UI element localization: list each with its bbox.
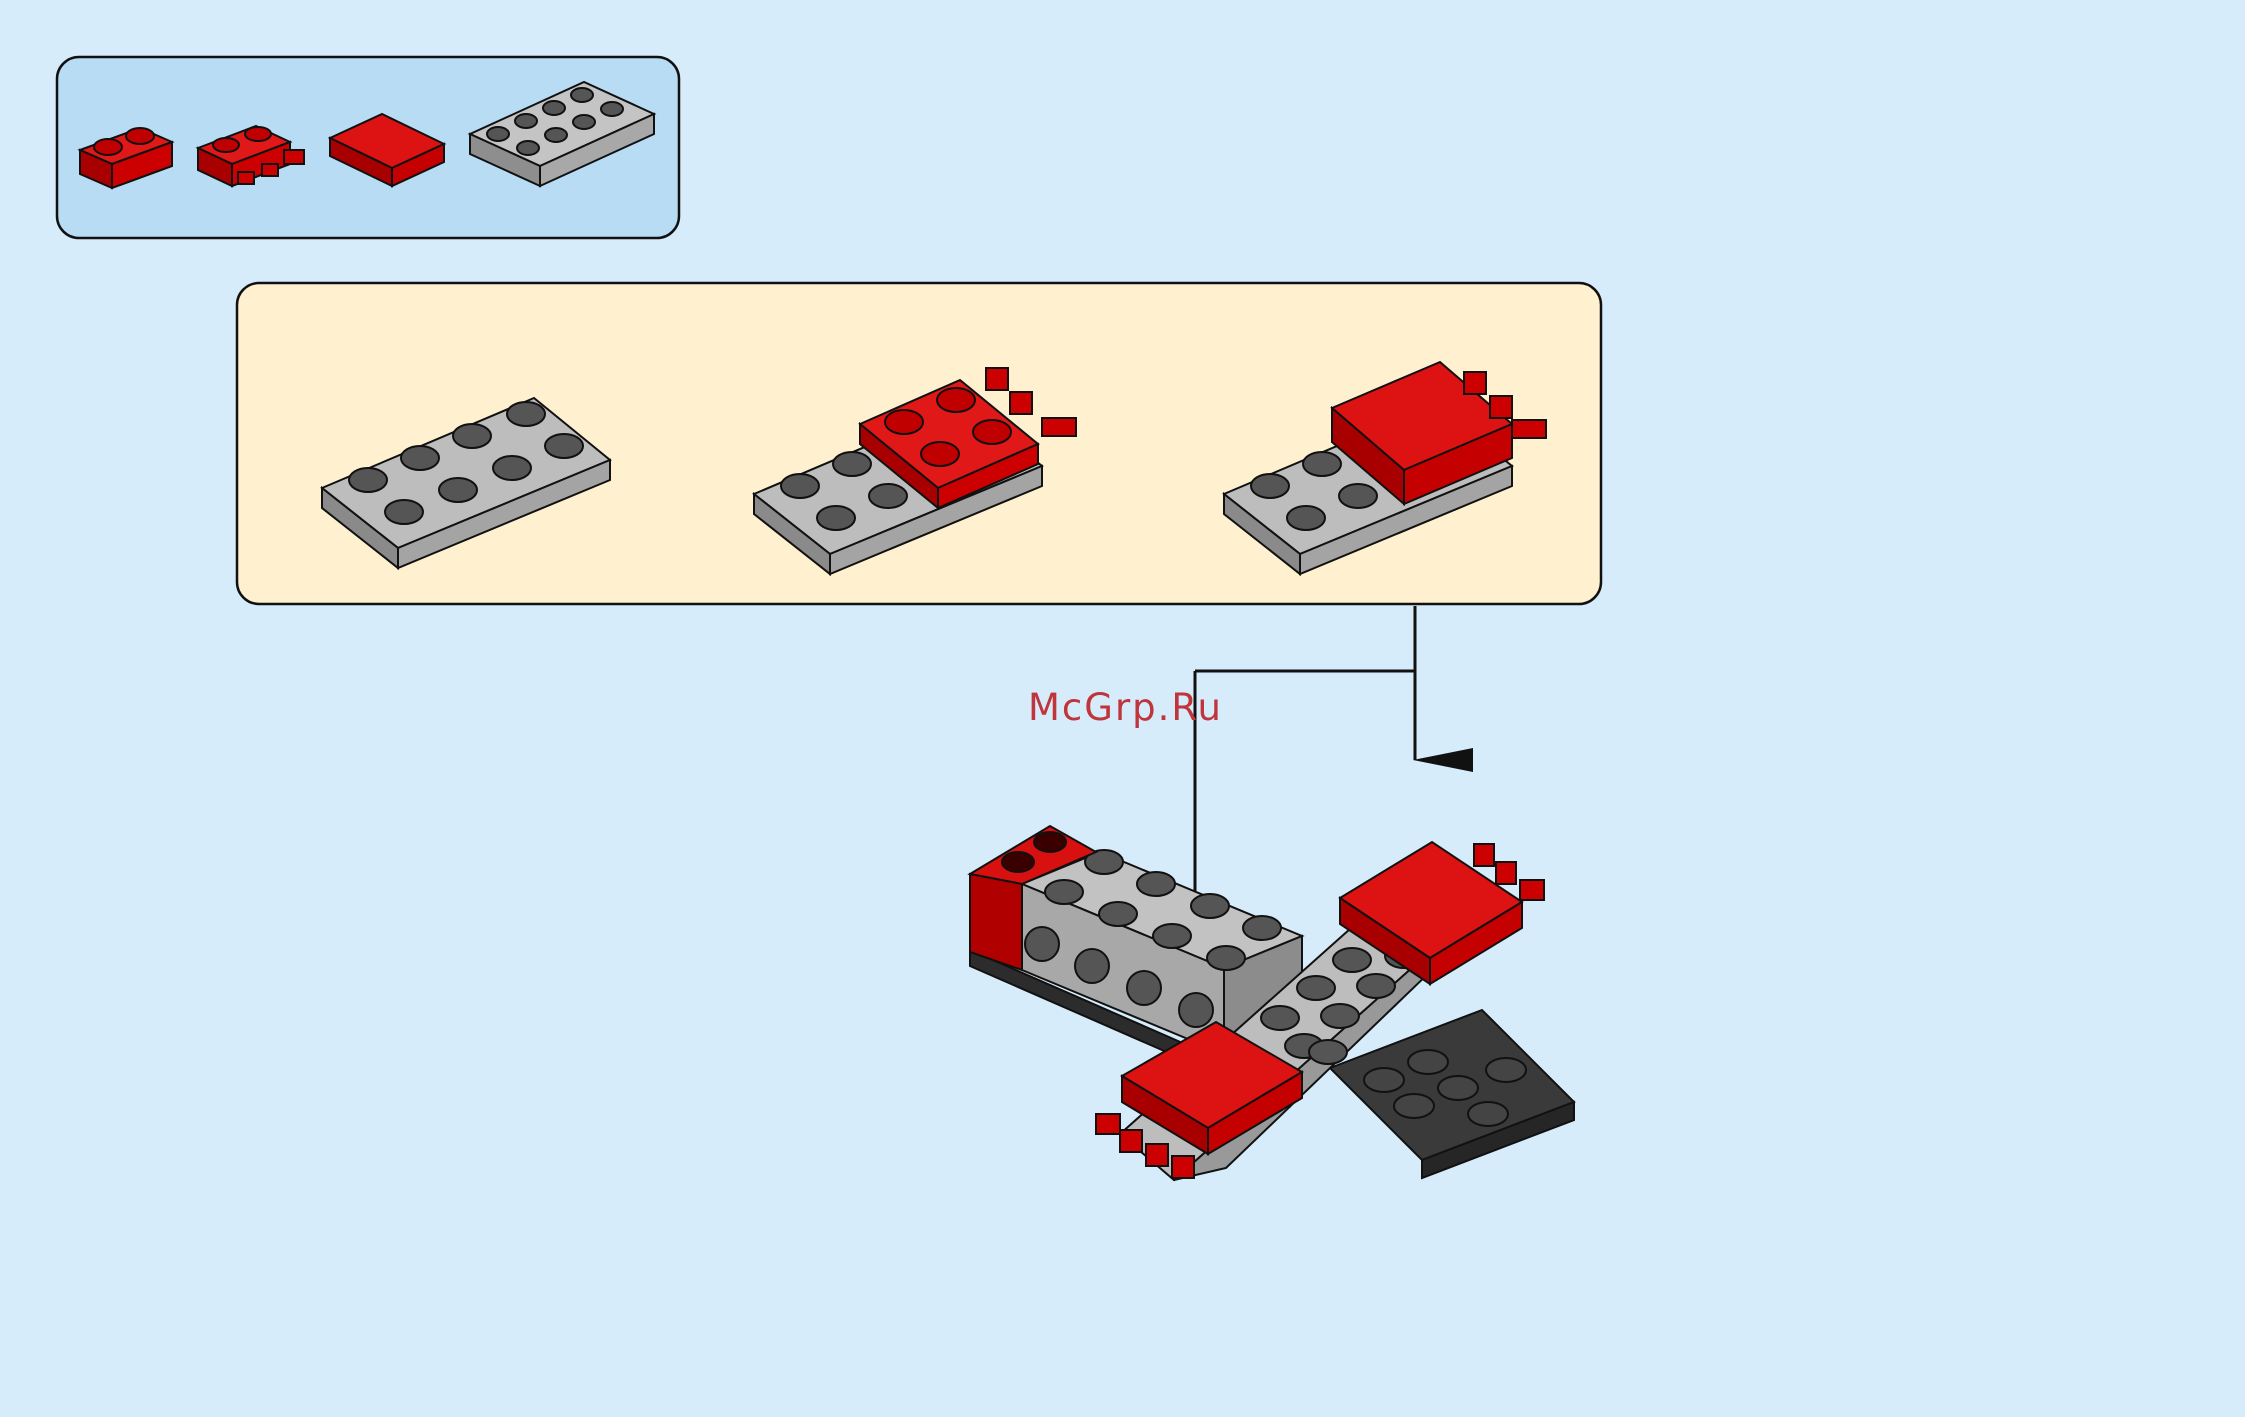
- watermark: McGrp.Ru: [1028, 686, 1223, 729]
- red-tile-2x2-icon: [327, 112, 447, 188]
- plane-assembly-icon: [967, 824, 1576, 1182]
- substep-1-icon: [320, 396, 612, 571]
- substep-3-icon: [1222, 360, 1547, 577]
- red-plate-1x2-icon: [77, 126, 175, 190]
- gray-plate-2x4-icon: [467, 80, 657, 188]
- substep-2-icon: [752, 367, 1077, 577]
- red-clip-plate-icon: [195, 124, 305, 188]
